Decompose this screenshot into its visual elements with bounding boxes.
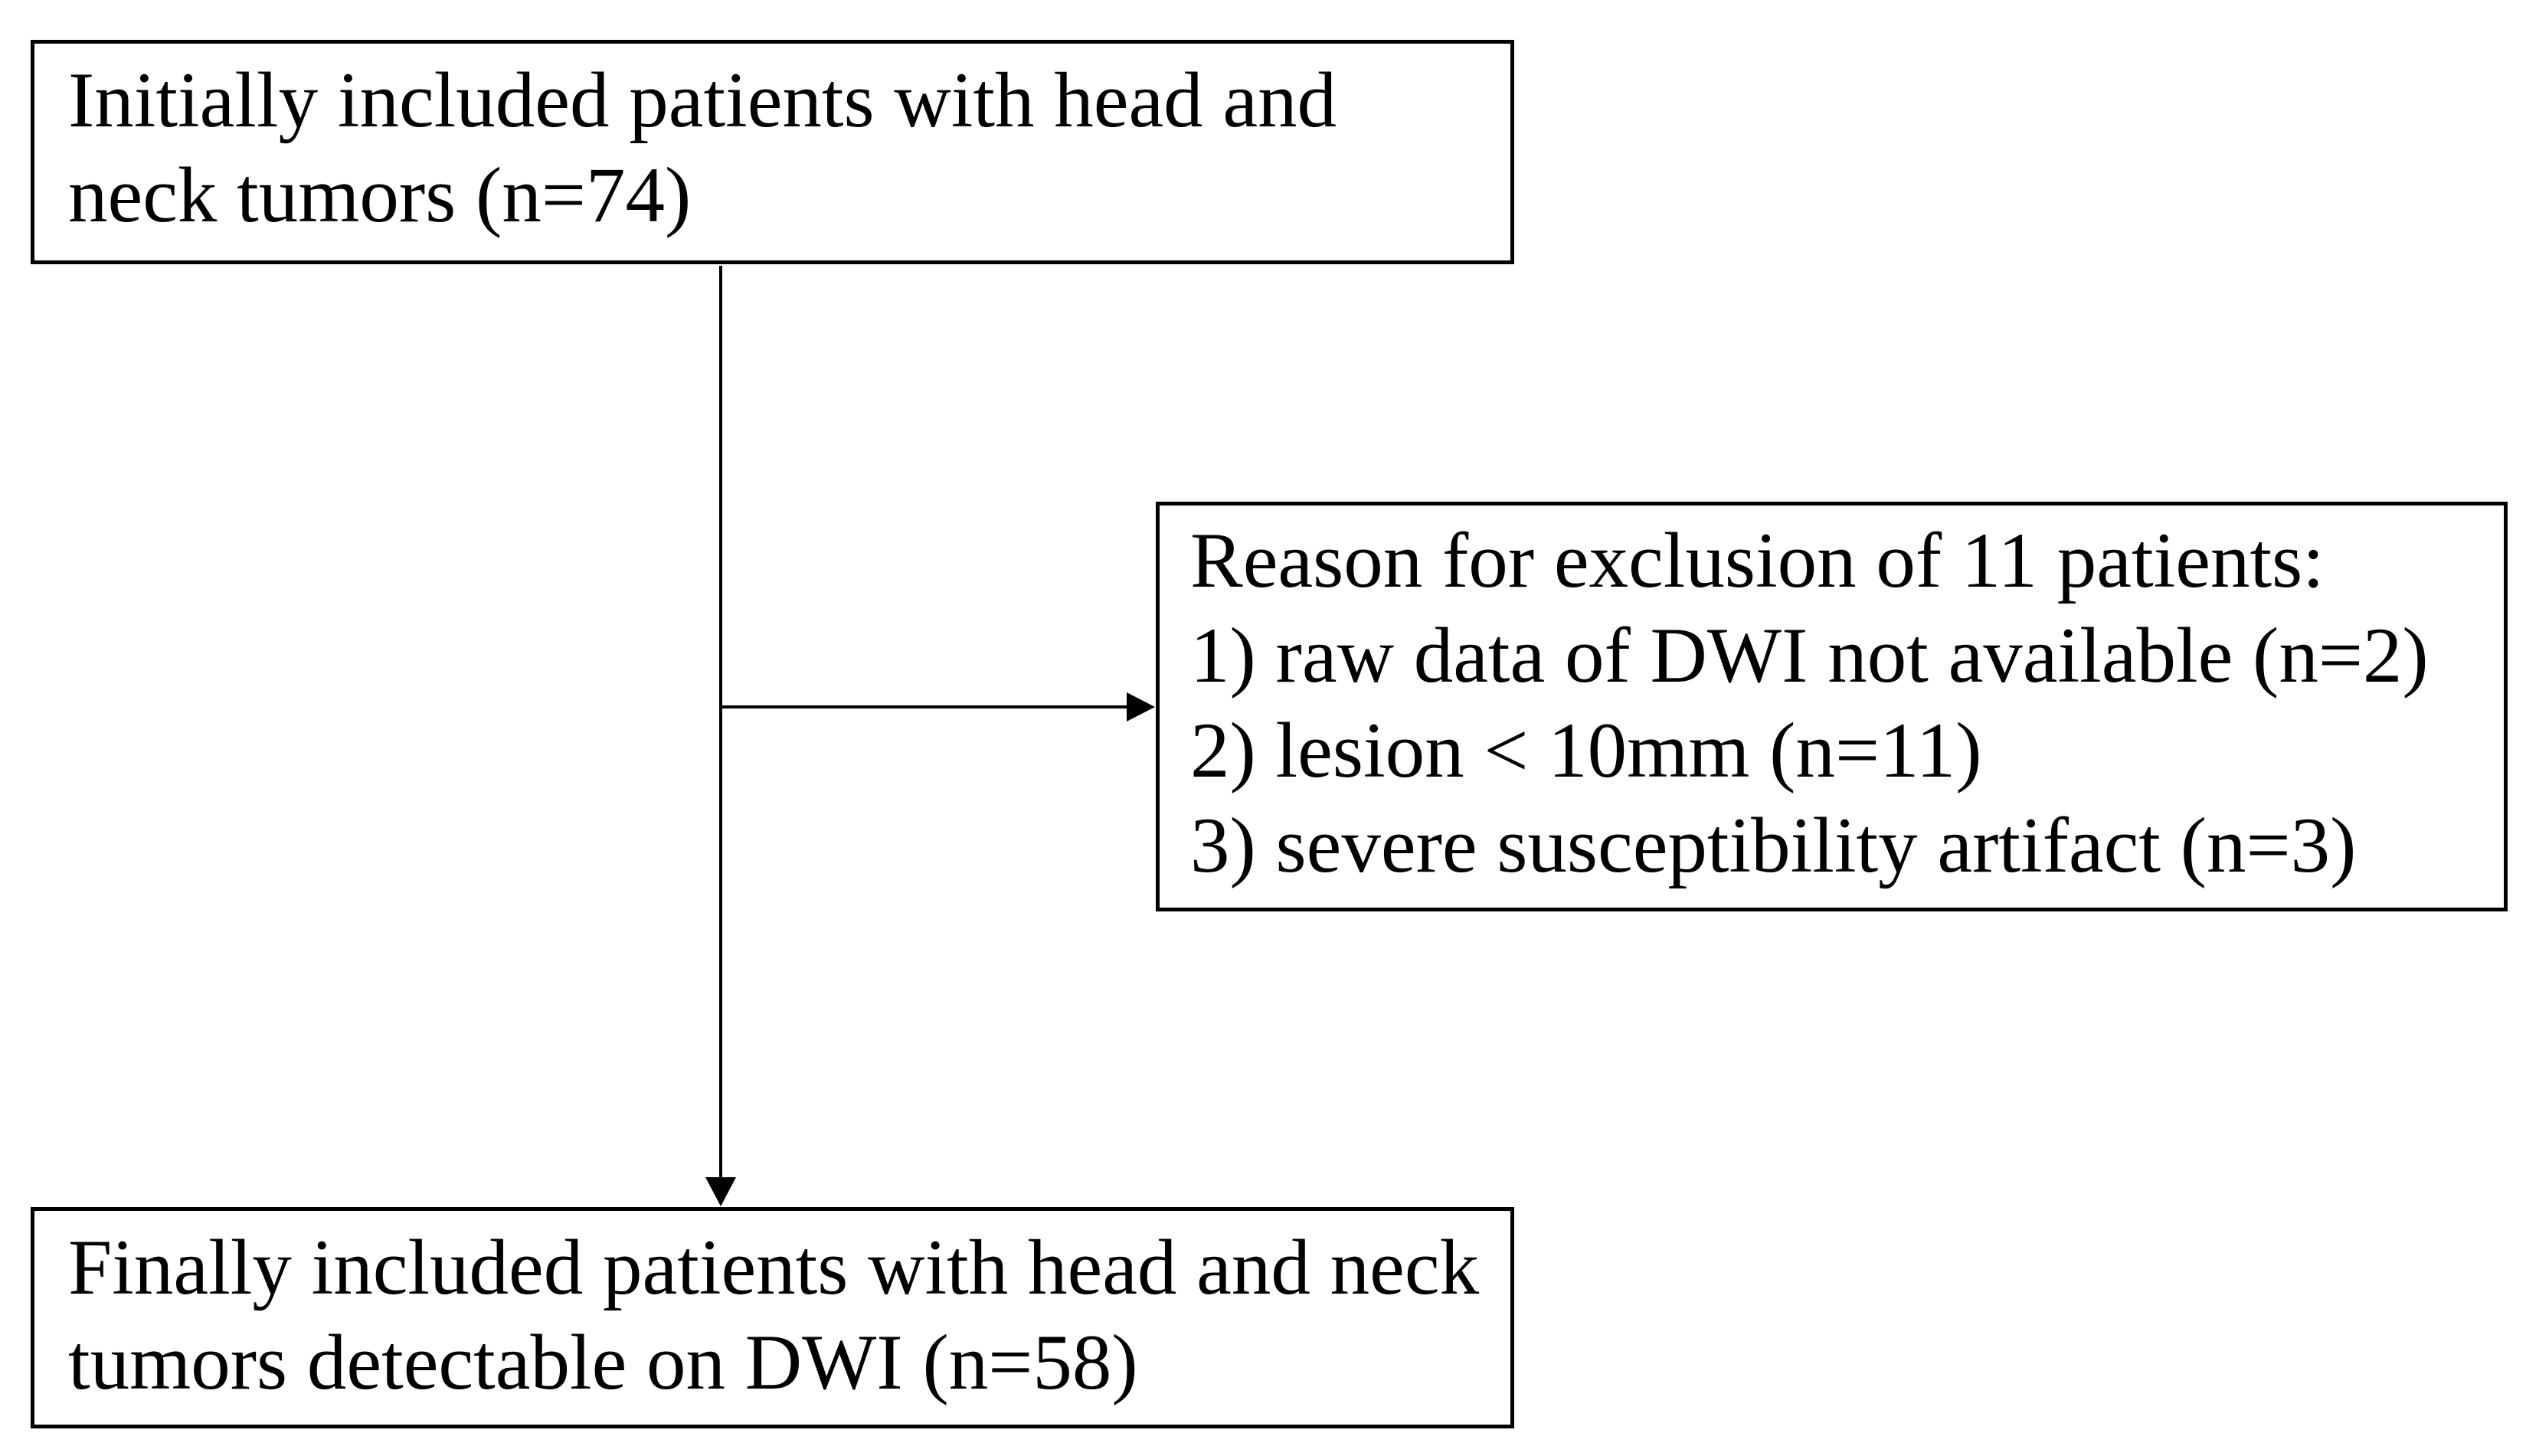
exclusion-header-line: Reason for exclusion of 11 patients:	[1190, 517, 2325, 604]
initial-patients-line-1: Initially included patients with head an…	[68, 57, 1337, 144]
final-patients-line-1: Finally included patients with head and …	[68, 1224, 1480, 1311]
exclusion-reasons-box: Reason for exclusion of 11 patients: 1) …	[1156, 502, 2508, 911]
final-patients-box: Finally included patients with head and …	[31, 1207, 1514, 1428]
arrowhead-down-icon	[705, 1177, 736, 1206]
final-patients-line-2: tumors detectable on DWI (n=58)	[68, 1319, 1138, 1406]
initial-patients-box: Initially included patients with head an…	[31, 40, 1514, 264]
exclusion-reason-2: 2) lesion < 10mm (n=11)	[1190, 707, 1982, 794]
arrowhead-right-icon	[1127, 692, 1155, 721]
initial-patients-line-2: neck tumors (n=74)	[68, 152, 692, 239]
exclusion-reason-3: 3) severe susceptibility artifact (n=3)	[1190, 802, 2357, 889]
exclusion-reason-1: 1) raw data of DWI not available (n=2)	[1190, 612, 2429, 699]
